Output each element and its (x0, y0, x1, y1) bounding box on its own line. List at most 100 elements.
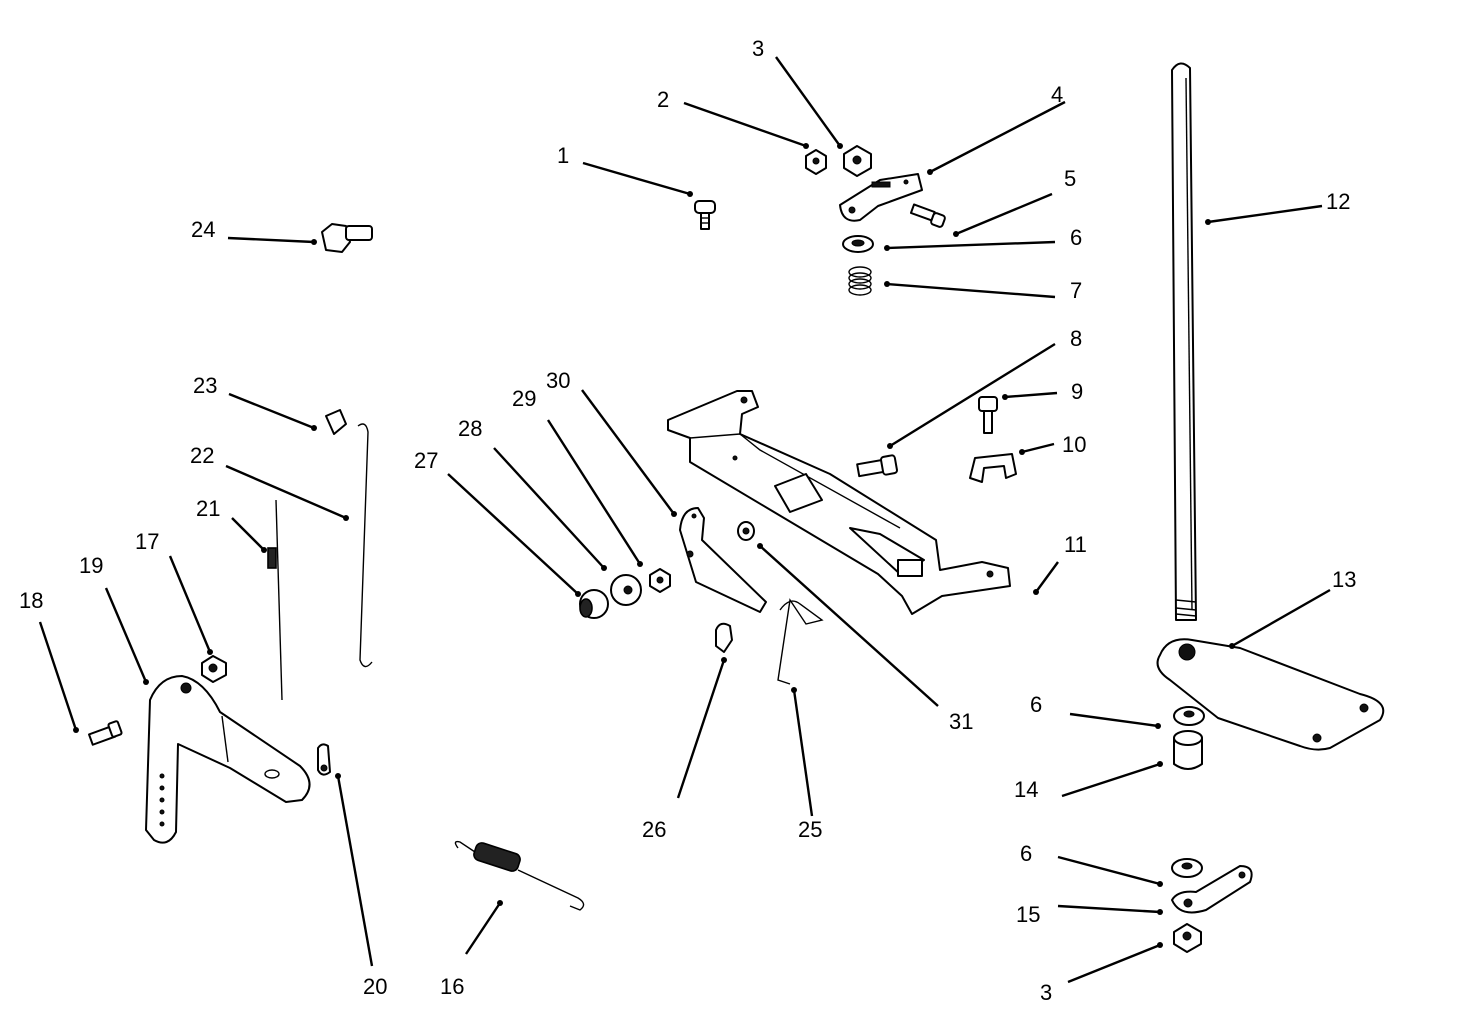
callout-5: 5 (1064, 166, 1076, 191)
leader-8 (889, 342, 1056, 448)
callout-13: 13 (1332, 567, 1356, 592)
leader-1 (582, 161, 691, 196)
callout-22: 22 (190, 443, 214, 468)
leader-18 (38, 621, 78, 731)
callout-29: 29 (512, 386, 536, 411)
callout-6-top: 6 (1070, 225, 1082, 250)
part-28-washer (610, 574, 642, 606)
part-5-screw (909, 203, 946, 228)
leader-26 (676, 659, 726, 799)
callout-12: 12 (1326, 189, 1350, 214)
callout-19: 19 (79, 553, 103, 578)
part-6-washer-bottom (1171, 858, 1203, 878)
leader-19 (104, 587, 148, 683)
part-18-bolt (88, 720, 123, 746)
callout-11: 11 (1064, 532, 1087, 557)
leader-2 (683, 101, 807, 148)
part-31-washer (737, 521, 755, 541)
callout-10: 10 (1062, 432, 1086, 457)
callout-8: 8 (1070, 326, 1082, 351)
leader-22 (225, 464, 347, 520)
part-23-cap (325, 409, 347, 435)
leader-12 (1207, 204, 1323, 224)
callout-20: 20 (363, 974, 387, 999)
callout-3-top: 3 (752, 36, 764, 61)
leader-11 (1035, 561, 1059, 593)
callout-1: 1 (557, 143, 569, 168)
leader-10 (1021, 442, 1055, 454)
leader-17 (168, 555, 212, 653)
callout-27: 27 (414, 448, 438, 473)
leader-14 (1061, 762, 1161, 798)
leader-13 (1231, 588, 1331, 648)
part-22-link-rod (357, 423, 373, 668)
callout-25: 25 (798, 817, 822, 842)
leader-7 (886, 282, 1056, 299)
leader-3-top (775, 56, 841, 147)
callout-26: 26 (642, 817, 666, 842)
part-20-clip (317, 743, 331, 776)
leader-20 (336, 775, 374, 967)
part-6-washer-top (842, 235, 874, 253)
leader-16 (465, 902, 501, 955)
part-2-nut (805, 149, 827, 175)
callout-31: 31 (949, 709, 973, 734)
part-24-fitting (321, 223, 373, 253)
leader-23 (228, 392, 315, 430)
part-10-clip (969, 453, 1017, 483)
part-12-rod (1171, 62, 1197, 621)
part-14-bushing (1173, 730, 1203, 770)
part-19-lever (145, 675, 311, 844)
leader-dots (73, 143, 1235, 948)
part-29-nut (649, 568, 671, 593)
part-11-bracket (667, 390, 1011, 615)
callout-6-middle: 6 (1030, 692, 1042, 717)
leader-28 (493, 447, 605, 569)
part-27-knob (579, 589, 609, 619)
part-13-plate (1156, 638, 1385, 751)
callout-2: 2 (657, 87, 669, 112)
leader-5 (955, 192, 1053, 236)
part-7-spring (848, 266, 872, 296)
leader-6-bottom (1057, 855, 1161, 886)
callout-17: 17 (135, 529, 159, 554)
callout-30: 30 (546, 368, 570, 393)
callout-6-bottom: 6 (1020, 841, 1032, 866)
part-3-hex-nut-bottom (1173, 923, 1202, 953)
callout-7: 7 (1070, 278, 1082, 303)
callout-14: 14 (1014, 777, 1038, 802)
part-25-wire-clip (777, 598, 824, 685)
leader-29 (546, 419, 642, 565)
callout-18: 18 (19, 588, 43, 613)
part-30-lever-arm (679, 507, 767, 613)
callout-15: 15 (1016, 902, 1040, 927)
part-6-washer-middle (1173, 706, 1205, 726)
leader-3-bottom (1067, 943, 1161, 984)
callout-9: 9 (1071, 379, 1083, 404)
leader-30 (581, 389, 675, 515)
leader-27 (447, 473, 579, 595)
leader-4 (929, 100, 1066, 174)
part-1-screw (694, 200, 716, 230)
part-9-bolt (978, 396, 998, 434)
part-3-hex-nut-top (843, 145, 872, 177)
part-21-spring-rod (267, 499, 283, 701)
part-16-spring (454, 840, 585, 911)
leader-31 (759, 545, 939, 707)
callout-28: 28 (458, 416, 482, 441)
callout-24: 24 (191, 217, 215, 242)
callout-4: 4 (1051, 82, 1063, 107)
leader-15 (1057, 904, 1161, 914)
leader-6-middle (1069, 712, 1159, 728)
leader-9 (1004, 391, 1058, 399)
callout-16: 16 (440, 974, 464, 999)
part-8-bolt (856, 454, 898, 478)
callout-labels: 1 2 3 4 5 6 7 8 9 10 11 12 13 6 14 6 15 … (19, 36, 1356, 1005)
leader-lines (38, 56, 1331, 984)
callout-21: 21 (196, 496, 220, 521)
part-15-lever (1171, 865, 1253, 914)
callout-3-bottom: 3 (1040, 980, 1052, 1005)
part-17-nut (201, 655, 227, 683)
leader-21 (231, 517, 265, 551)
